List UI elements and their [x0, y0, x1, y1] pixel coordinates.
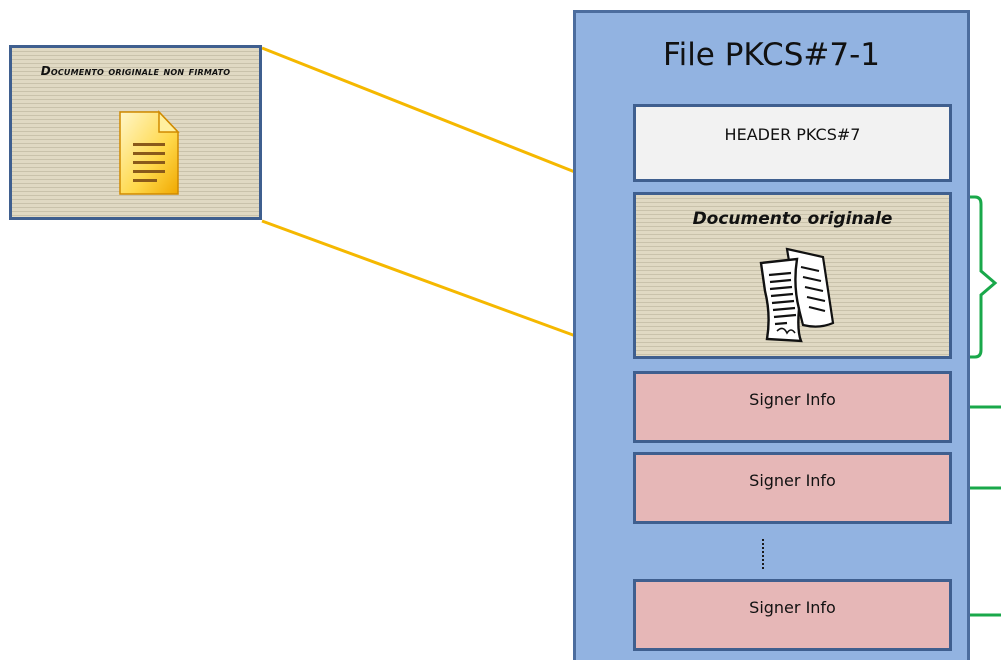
pkcs7-header-label: HEADER PKCS#7 [724, 125, 861, 144]
original-document-block: Documento originale [633, 192, 952, 359]
signer-info-label: Signer Info [749, 471, 836, 490]
pages-icon [759, 247, 835, 343]
document-icon [119, 110, 180, 195]
vertical-ellipsis [762, 539, 768, 569]
original-document-label: Documento originale [692, 209, 893, 229]
pkcs7-header-block: HEADER PKCS#7 [633, 104, 952, 182]
signer-info-block: Signer Info [633, 452, 952, 524]
signer-info-block: Signer Info [633, 371, 952, 443]
signer-info-label: Signer Info [749, 390, 836, 409]
unsigned-document-title: Documento originale non firmato [40, 64, 231, 78]
unsigned-document-box: Documento originale non firmato [9, 45, 262, 220]
pkcs7-file-title: File PKCS#7-1 [663, 37, 880, 73]
signer-info-label: Signer Info [749, 598, 836, 617]
signer-info-block: Signer Info [633, 579, 952, 651]
